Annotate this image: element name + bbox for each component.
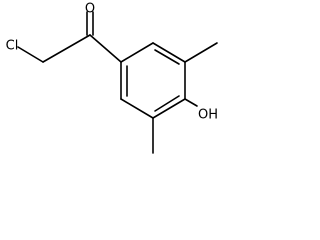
bond-methyl-upper (184, 42, 218, 63)
ring-bond-c2-c3 (152, 42, 186, 63)
ring-bond-c1-c2 (120, 42, 154, 63)
ring-bond-c4-c5 (152, 98, 186, 119)
bond-c-oh (184, 98, 198, 107)
hydroxyl-label: OH (198, 108, 218, 123)
bond-ch2-carbonyl (42, 34, 91, 63)
bond-carbonyl-ring (89, 34, 122, 63)
ring-double-bond-inner-1 (154, 49, 180, 65)
chemical-structure-diagram: O Cl OH (6, 2, 218, 154)
bond-cl-ch2 (17, 46, 44, 63)
ring-bond-c5-c6 (120, 98, 154, 119)
chlorine-label: Cl (6, 39, 19, 54)
ring-double-bond-inner-2 (154, 95, 180, 112)
carbonyl-oxygen-label: O (85, 2, 95, 17)
